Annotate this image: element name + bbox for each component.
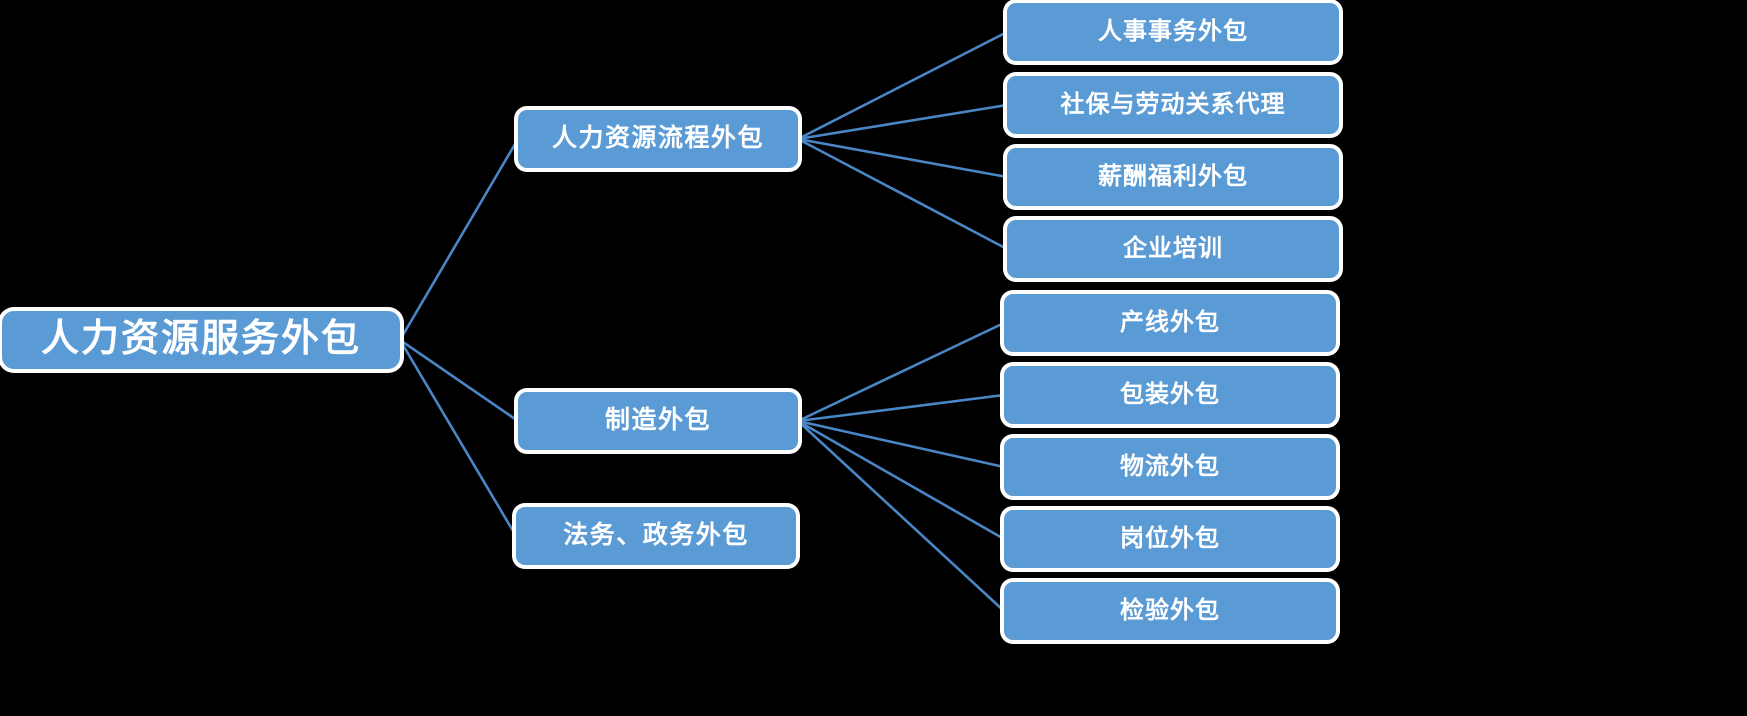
node-label: 法务、政务外包 — [563, 521, 749, 550]
node-l3-mfg-1[interactable]: 产线外包 — [1004, 294, 1336, 352]
node-l3-mfg-2[interactable]: 包装外包 — [1004, 366, 1336, 424]
connector-l2-mfg-to-l3-mfg-4 — [797, 419, 1005, 541]
connector-l2-mfg-to-l3-mfg-2 — [797, 393, 1005, 423]
node-root[interactable]: 人力资源服务外包 — [2, 311, 400, 369]
node-label: 岗位外包 — [1120, 524, 1220, 552]
connector-root-to-l2-legal — [398, 339, 518, 537]
node-label: 人力资源服务外包 — [40, 318, 361, 361]
node-l3-mfg-4[interactable]: 岗位外包 — [1004, 510, 1336, 568]
node-label: 产线外包 — [1120, 308, 1220, 336]
node-l3-mfg-5[interactable]: 检验外包 — [1004, 582, 1336, 640]
node-l3-hr-4[interactable]: 企业培训 — [1007, 220, 1339, 278]
connector-l2-mfg-to-l3-mfg-3 — [797, 419, 1005, 469]
node-label: 物流外包 — [1120, 452, 1220, 480]
node-label: 包装外包 — [1120, 380, 1220, 408]
node-l2-legal[interactable]: 法务、政务外包 — [516, 507, 796, 565]
connector-l2-hr-to-l3-hr-1 — [797, 30, 1008, 141]
node-label: 人事事务外包 — [1098, 17, 1248, 45]
connector-root-to-l2-mfg — [399, 338, 519, 423]
node-label: 检验外包 — [1120, 596, 1220, 624]
node-l3-hr-3[interactable]: 薪酬福利外包 — [1007, 148, 1339, 206]
node-l3-hr-1[interactable]: 人事事务外包 — [1007, 3, 1339, 61]
connector-l2-hr-to-l3-hr-4 — [797, 137, 1008, 251]
node-l3-hr-2[interactable]: 社保与劳动关系代理 — [1007, 76, 1339, 134]
node-label: 制造外包 — [604, 406, 711, 435]
node-l2-hr[interactable]: 人力资源流程外包 — [518, 110, 798, 168]
connector-l2-hr-to-l3-hr-2 — [797, 103, 1008, 141]
connector-l2-hr-to-l3-hr-3 — [797, 137, 1008, 179]
connector-l2-mfg-to-l3-mfg-1 — [797, 321, 1005, 423]
connector-l2-mfg-to-l3-mfg-5 — [797, 420, 1005, 612]
node-label: 人力资源流程外包 — [551, 124, 764, 153]
node-label: 薪酬福利外包 — [1098, 162, 1248, 190]
node-label: 社保与劳动关系代理 — [1060, 90, 1286, 118]
node-label: 企业培训 — [1123, 234, 1223, 262]
node-l2-mfg[interactable]: 制造外包 — [518, 392, 798, 450]
node-l3-mfg-3[interactable]: 物流外包 — [1004, 438, 1336, 496]
connector-root-to-l2-hr — [398, 138, 520, 341]
